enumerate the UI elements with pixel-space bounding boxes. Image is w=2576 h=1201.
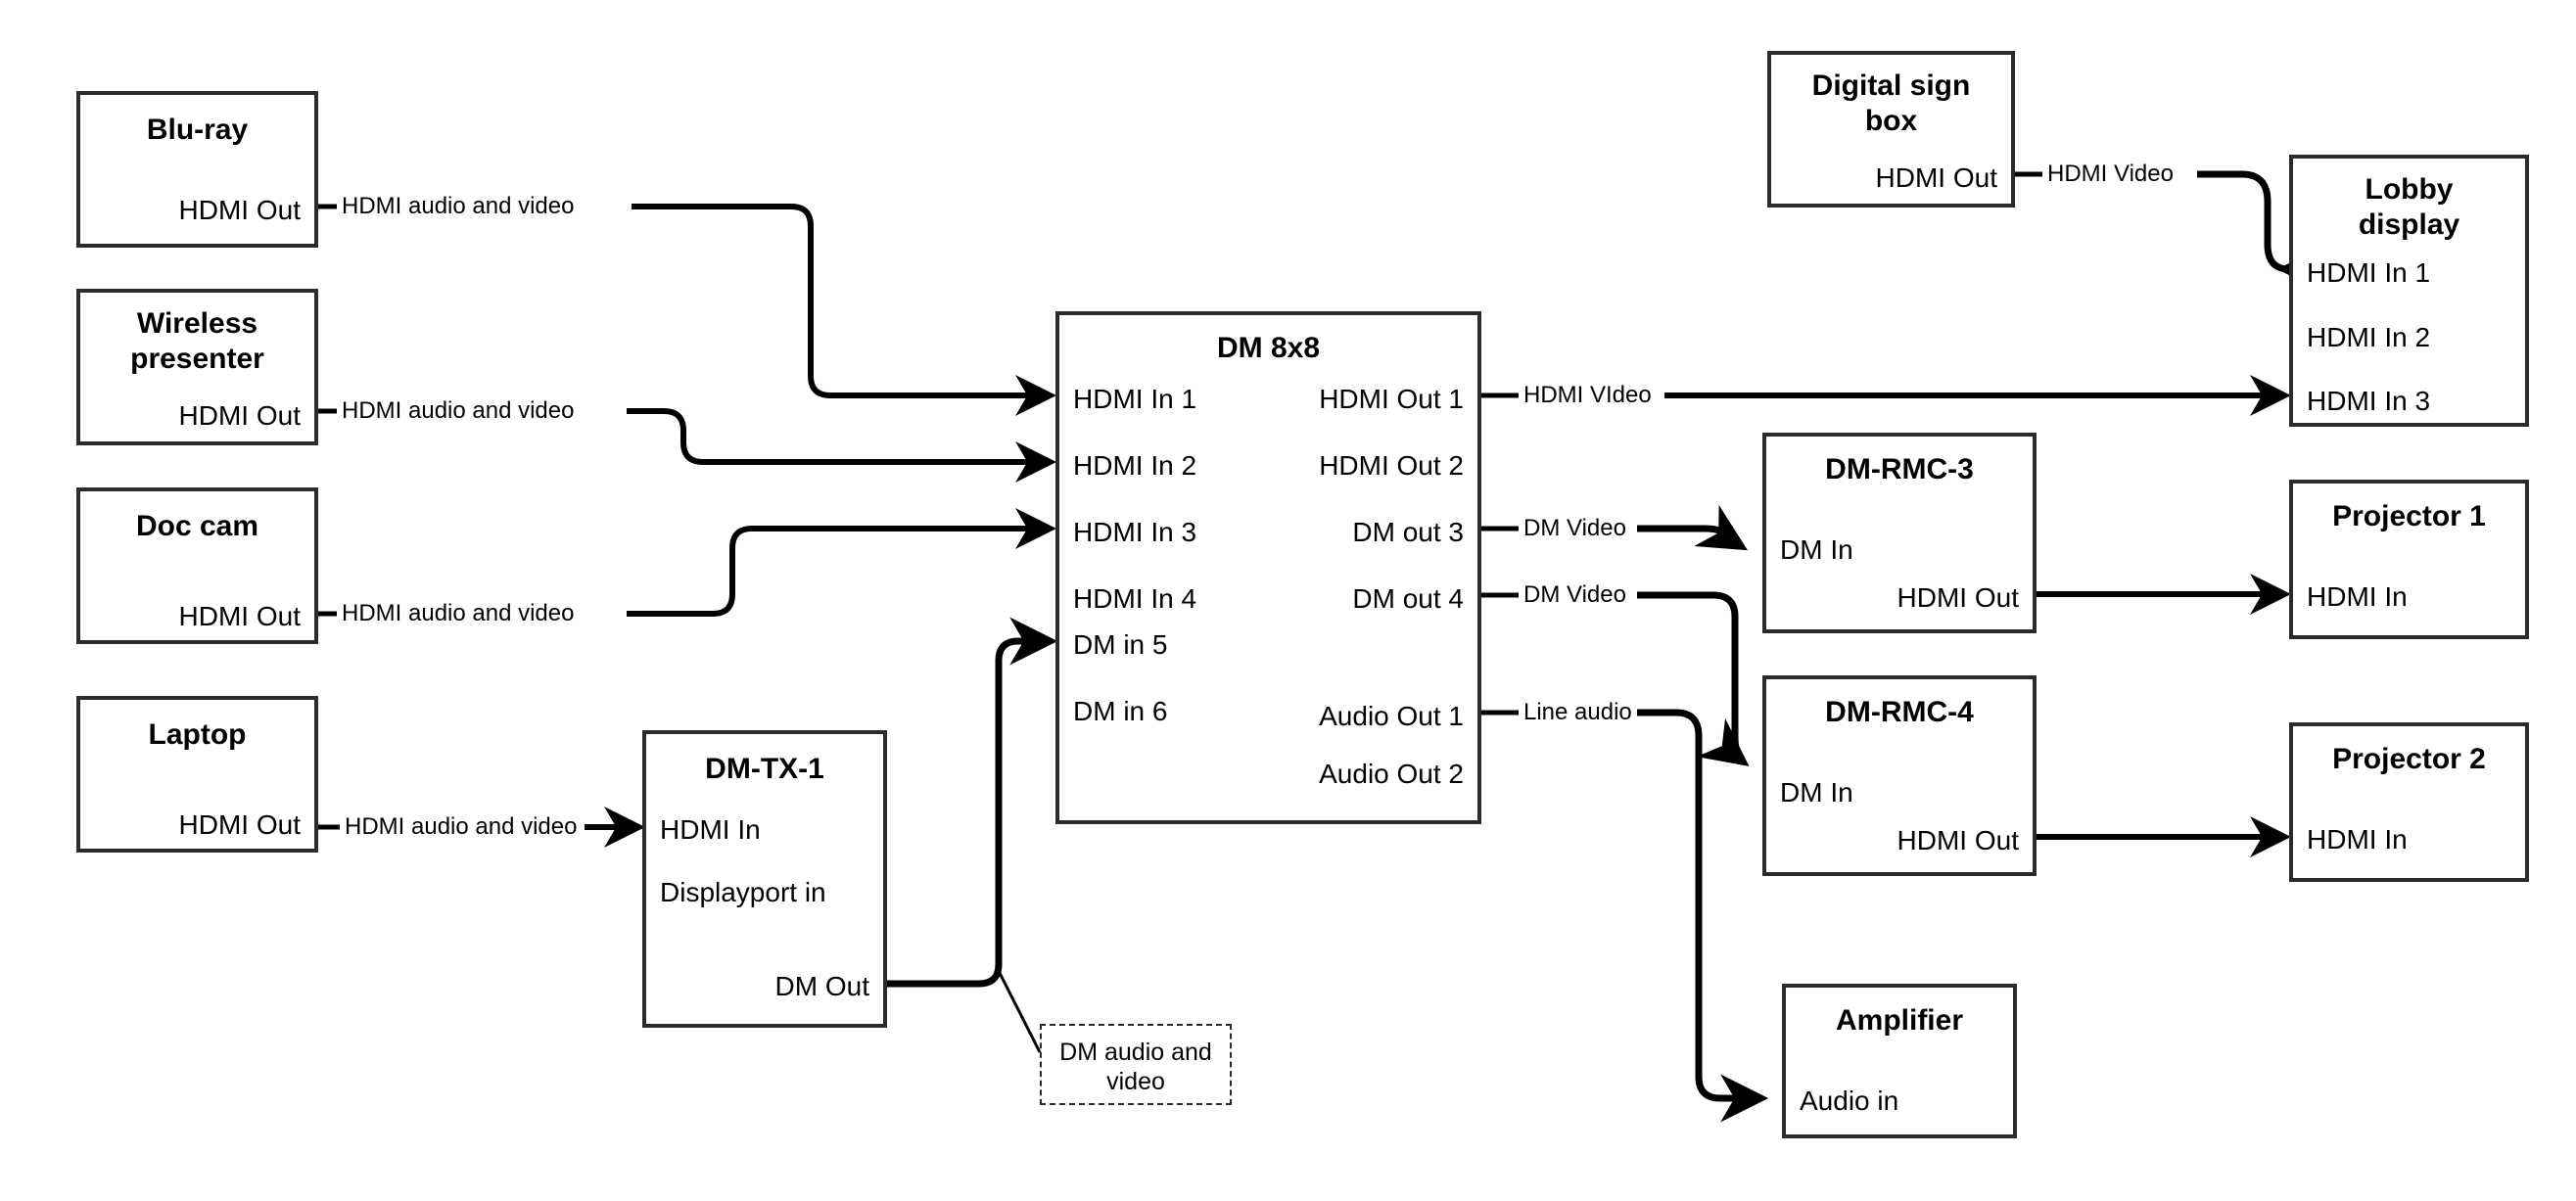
dm-8x8-output-hdmi-out-1: HDMI Out 1 [1319,384,1464,414]
node-dm-rmc-4[interactable]: DM-RMC-4 DM In HDMI Out [1762,675,2037,876]
node-doc-cam[interactable]: Doc cam HDMI Out [76,487,318,644]
wire-label-doccam-to-dm: HDMI audio and video [337,601,580,626]
dm-8x8-input-dm-in-5: DM in 5 [1073,629,1168,660]
lobby-display-input-hdmi-in-2: HDMI In 2 [2307,322,2431,352]
amplifier-title: Amplifier [1835,1004,1964,1037]
wire-label-audioout1-to-amp: Line audio [1519,700,1637,725]
node-lobby-display[interactable]: Lobby display HDMI In 1 HDMI In 2 HDMI I… [2289,155,2529,427]
wire-audioout1-to-amp-b [1637,709,1769,1123]
dm-8x8-output-hdmi-out-2: HDMI Out 2 [1319,450,1464,481]
bluray-title: Blu-ray [146,114,249,146]
dm-tx-1-port-hdmi-in: HDMI In [660,814,761,845]
wire-wireless-to-dm-in-2-b [627,408,1056,483]
dm-8x8-output-dm-out-3: DM out 3 [1352,517,1464,547]
dm-8x8-input-hdmi-in-3: HDMI In 3 [1073,517,1197,547]
node-dm-tx-1[interactable]: DM-TX-1 HDMI In Displayport in DM Out [642,730,887,1028]
node-wireless-presenter[interactable]: Wireless presenter HDMI Out [76,289,318,445]
wire-doccam-to-dm-in-3-b [627,508,1056,617]
projector-2-title: Projector 2 [2332,743,2486,775]
wire-label-sign-to-lobby: HDMI Video [2042,162,2178,187]
wire-label-dmout3-to-rmc3: DM Video [1519,516,1631,541]
projector-2-port-hdmi-in: HDMI In [2307,824,2408,855]
lobby-display-title: Lobby display [2358,173,2460,241]
dm-rmc-3-title: DM-RMC-3 [1825,453,1974,485]
laptop-title: Laptop [148,718,247,751]
wire-label-dmout4-to-rmc4: DM Video [1519,582,1631,608]
node-laptop[interactable]: Laptop HDMI Out [76,696,318,853]
node-projector-1[interactable]: Projector 1 HDMI In [2289,480,2529,639]
node-amplifier[interactable]: Amplifier Audio in [1782,984,2017,1138]
node-bluray[interactable]: Blu-ray HDMI Out [76,91,318,248]
wire-label-wireless-to-dm: HDMI audio and video [337,398,580,424]
dm-rmc-4-port-hdmi-out: HDMI Out [1897,825,2019,855]
leader-line-dm-callout [998,972,1042,1053]
callout-dm-audio-and-video: DM audio and video [1040,1024,1232,1105]
wireless-presenter-port-hdmi-out: HDMI Out [178,400,301,431]
node-dm-rmc-3[interactable]: DM-RMC-3 DM In HDMI Out [1762,433,2037,633]
dm-8x8-title: DM 8x8 [1216,332,1321,364]
amplifier-port-audio-in: Audio in [1800,1086,1899,1116]
node-projector-2[interactable]: Projector 2 HDMI In [2289,722,2529,882]
dm-rmc-3-port-dm-in: DM In [1780,534,1853,565]
doc-cam-title: Doc cam [135,510,259,542]
wire-label-laptop-to-tx: HDMI audio and video [340,814,583,840]
doc-cam-port-hdmi-out: HDMI Out [178,601,301,631]
dm-tx-1-port-dm-out: DM Out [774,971,869,1001]
node-dm-8x8[interactable]: DM 8x8 HDMI In 1 HDMI In 2 HDMI In 3 HDM… [1055,311,1481,824]
dm-8x8-input-dm-in-6: DM in 6 [1073,696,1168,726]
wire-dmout3-to-rmc3-b [1637,504,1749,551]
dm-rmc-4-title: DM-RMC-4 [1825,696,1974,728]
digital-sign-box-title: Digital sign box [1811,69,1971,137]
wire-label-hdmiout1-to-lobby: HDMI VIdeo [1519,383,1657,408]
dm-rmc-4-port-dm-in: DM In [1780,777,1853,808]
callout-dm-audio-and-video-text: DM audio and video [1059,1039,1212,1095]
dm-rmc-3-port-hdmi-out: HDMI Out [1897,582,2019,613]
dm-8x8-output-audio-out-2: Audio Out 2 [1319,759,1464,789]
bluray-port-hdmi-out: HDMI Out [178,195,301,225]
laptop-port-hdmi-out: HDMI Out [178,809,301,840]
lobby-display-input-hdmi-in-3: HDMI In 3 [2307,386,2431,416]
projector-1-title: Projector 1 [2332,500,2486,532]
dm-tx-1-title: DM-TX-1 [705,753,824,785]
lobby-display-input-hdmi-in-1: HDMI In 1 [2307,257,2431,288]
dm-tx-1-port-displayport-in: Displayport in [660,877,826,907]
dm-8x8-input-hdmi-in-1: HDMI In 1 [1073,384,1197,414]
wire-tx-to-dm-in-5 [886,617,1058,988]
node-digital-sign-box[interactable]: Digital sign box HDMI Out [1767,51,2015,208]
digital-sign-box-port-hdmi-out: HDMI Out [1875,162,1997,193]
dm-8x8-input-hdmi-in-2: HDMI In 2 [1073,450,1197,481]
dm-8x8-output-audio-out-1: Audio Out 1 [1319,701,1464,731]
wire-dmout4-to-rmc4-b [1637,591,1750,766]
wireless-presenter-title: Wireless presenter [130,307,264,375]
wire-sign-to-lobby-b [2197,170,2325,294]
dm-8x8-output-dm-out-4: DM out 4 [1352,583,1464,614]
wire-label-bluray-to-dm: HDMI audio and video [337,194,580,219]
projector-1-port-hdmi-in: HDMI In [2307,581,2408,612]
dm-8x8-input-hdmi-in-4: HDMI In 4 [1073,583,1197,614]
wire-bluray-to-dm-in-1-b [632,204,1056,416]
